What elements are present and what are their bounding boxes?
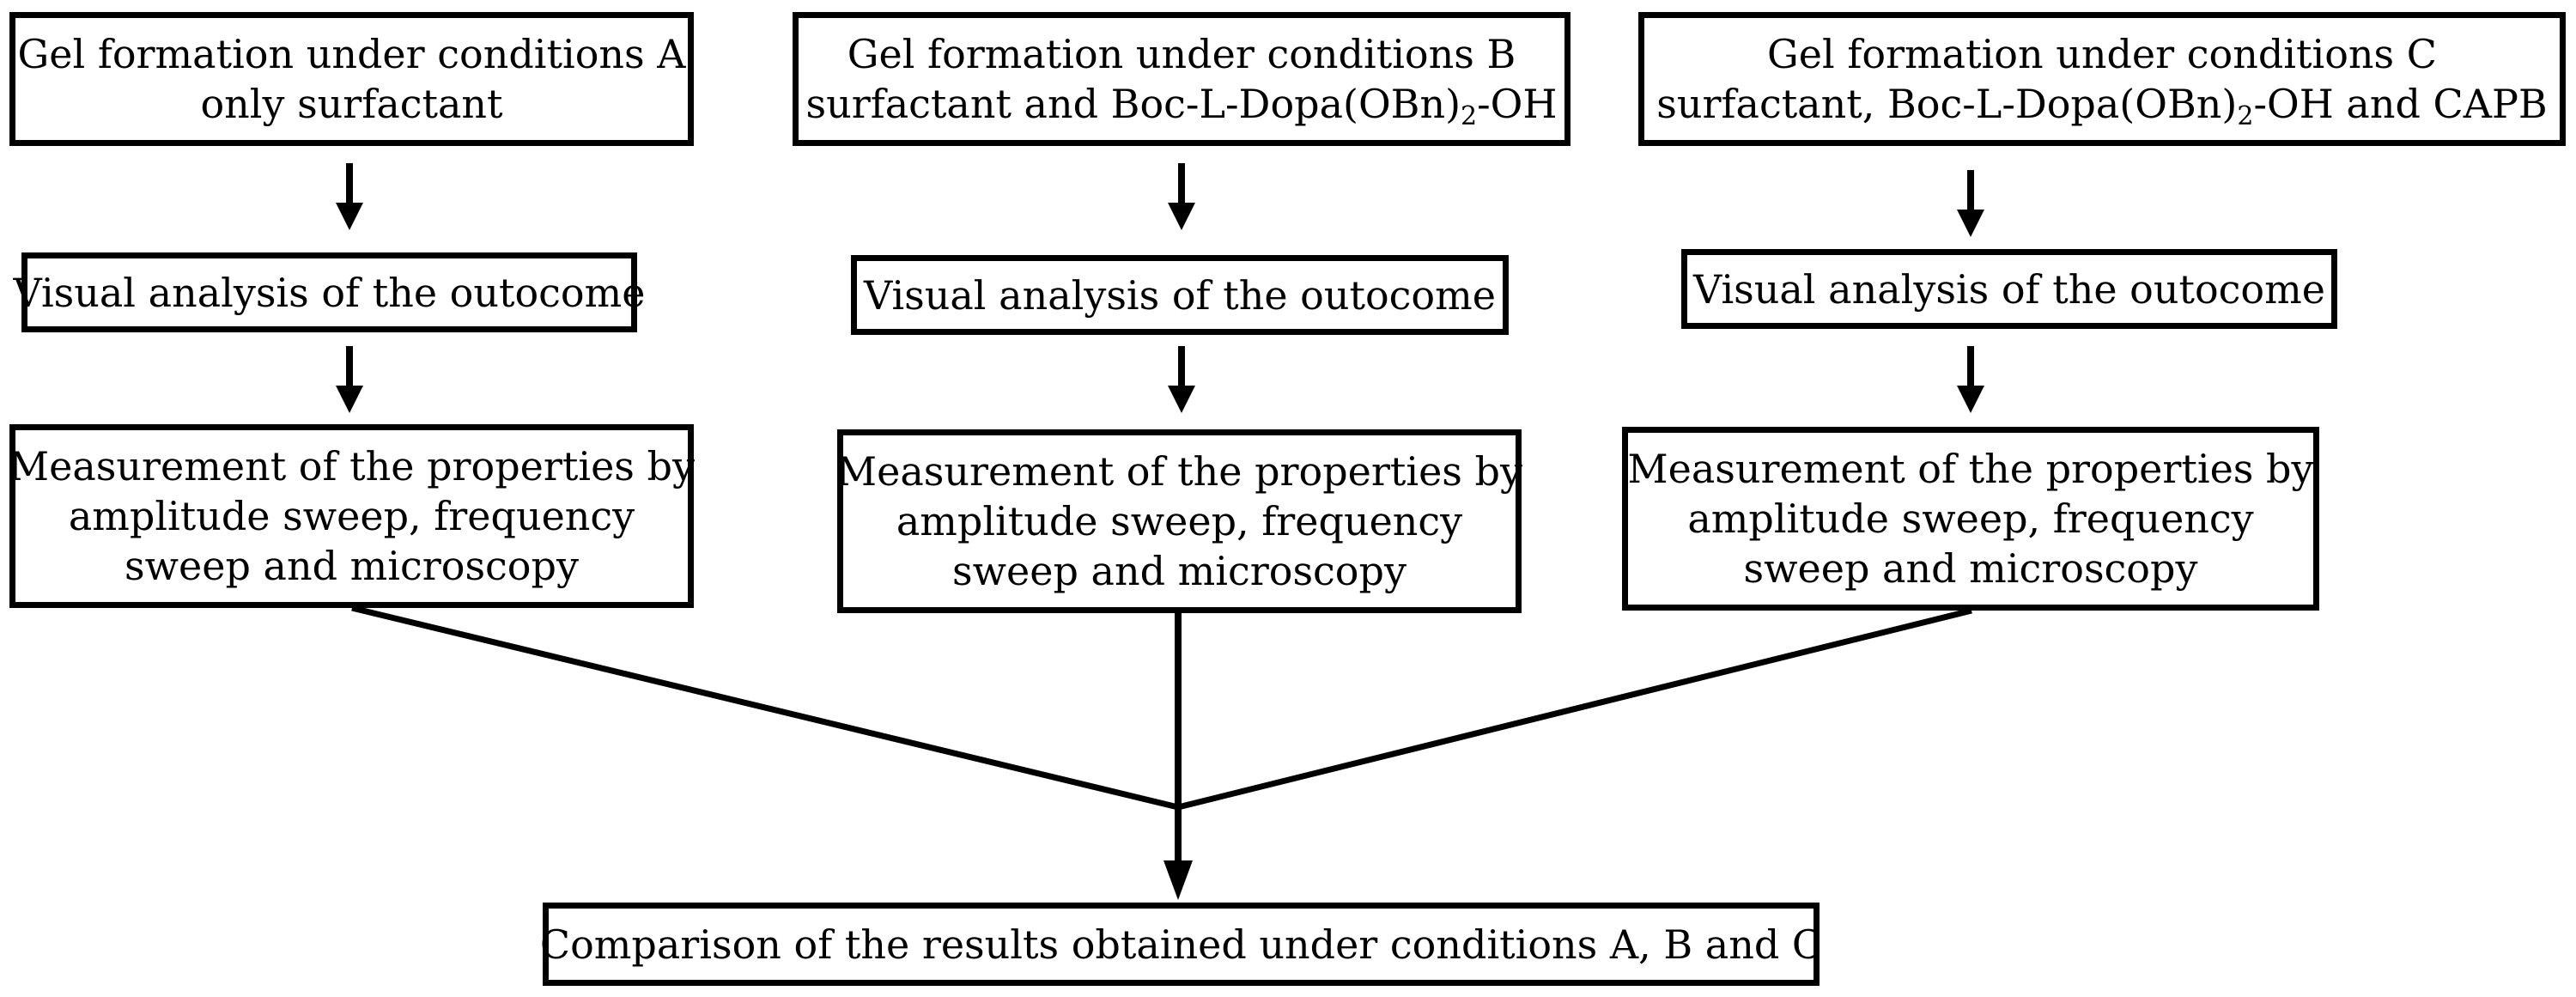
- measurement-a-line2: amplitude sweep, frequency: [68, 493, 635, 539]
- visual-b-box: Visual analysis of the outocome: [851, 255, 1509, 335]
- measurement-b-box: Measurement of the properties by amplitu…: [836, 429, 1522, 613]
- arrow-c-2: [1957, 346, 1984, 413]
- condition-c-line2-tail: -OH and CAPB: [2253, 81, 2548, 127]
- visual-b-label: Visual analysis of the outocome: [864, 271, 1496, 319]
- visual-c-box: Visual analysis of the outocome: [1681, 249, 2337, 329]
- connector-arrowhead: [1163, 860, 1193, 900]
- arrow-a-2: [336, 346, 363, 413]
- visual-c-label: Visual analysis of the outocome: [1693, 265, 2325, 313]
- measurement-b-line2: amplitude sweep, frequency: [896, 498, 1463, 544]
- condition-a-line2: only surfactant: [200, 81, 503, 127]
- condition-c-line2: surfactant, Boc-L-Dopa(OBn)2-OH and CAPB: [1656, 79, 2548, 131]
- condition-c-line2-main: surfactant, Boc-L-Dopa(OBn): [1656, 81, 2238, 127]
- measurement-c-line3: sweep and microscopy: [1743, 545, 2198, 592]
- condition-c-subscript: 2: [2237, 101, 2254, 131]
- arrow-b-1: [1168, 163, 1195, 230]
- condition-b-line1: Gel formation under conditions B: [847, 31, 1516, 77]
- condition-b-line2: surfactant and Boc-L-Dopa(OBn)2-OH: [805, 79, 1558, 131]
- condition-b-line2-tail: -OH: [1477, 81, 1558, 127]
- visual-a-box: Visual analysis of the outocome: [14, 252, 645, 332]
- condition-a-box: Gel formation under conditions A only su…: [9, 12, 694, 146]
- measurement-c-line1: Measurement of the properties by: [1627, 446, 2314, 492]
- connector-c: [1177, 607, 1972, 811]
- measurement-b-line1: Measurement of the properties by: [836, 448, 1522, 495]
- visual-a-label: Visual analysis of the outocome: [13, 269, 646, 316]
- condition-c-line1: Gel formation under conditions C: [1767, 31, 2437, 77]
- measurement-c-line2: amplitude sweep, frequency: [1687, 495, 2254, 542]
- measurement-a-line3: sweep and microscopy: [125, 543, 579, 589]
- condition-a-line1: Gel formation under conditions A: [17, 31, 686, 77]
- arrow-a-1: [336, 163, 363, 230]
- comparison-box: Comparison of the results obtained under…: [539, 903, 1823, 986]
- measurement-a-line1: Measurement of the properties by: [9, 443, 695, 489]
- comparison-label: Comparison of the results obtained under…: [539, 921, 1823, 968]
- connector-a: [351, 605, 1179, 811]
- condition-b-subscript: 2: [1461, 101, 1478, 131]
- condition-b-line2-main: surfactant and Boc-L-Dopa(OBn): [805, 81, 1461, 127]
- measurement-b-line3: sweep and microscopy: [952, 548, 1406, 594]
- arrow-c-1: [1957, 170, 1984, 237]
- condition-b-box: Gel formation under conditions B surfact…: [793, 12, 1571, 146]
- measurement-a-box: Measurement of the properties by amplitu…: [9, 424, 695, 608]
- condition-c-box: Gel formation under conditions C surfact…: [1638, 12, 2566, 146]
- measurement-c-box: Measurement of the properties by amplitu…: [1622, 427, 2319, 611]
- arrow-b-2: [1168, 346, 1195, 413]
